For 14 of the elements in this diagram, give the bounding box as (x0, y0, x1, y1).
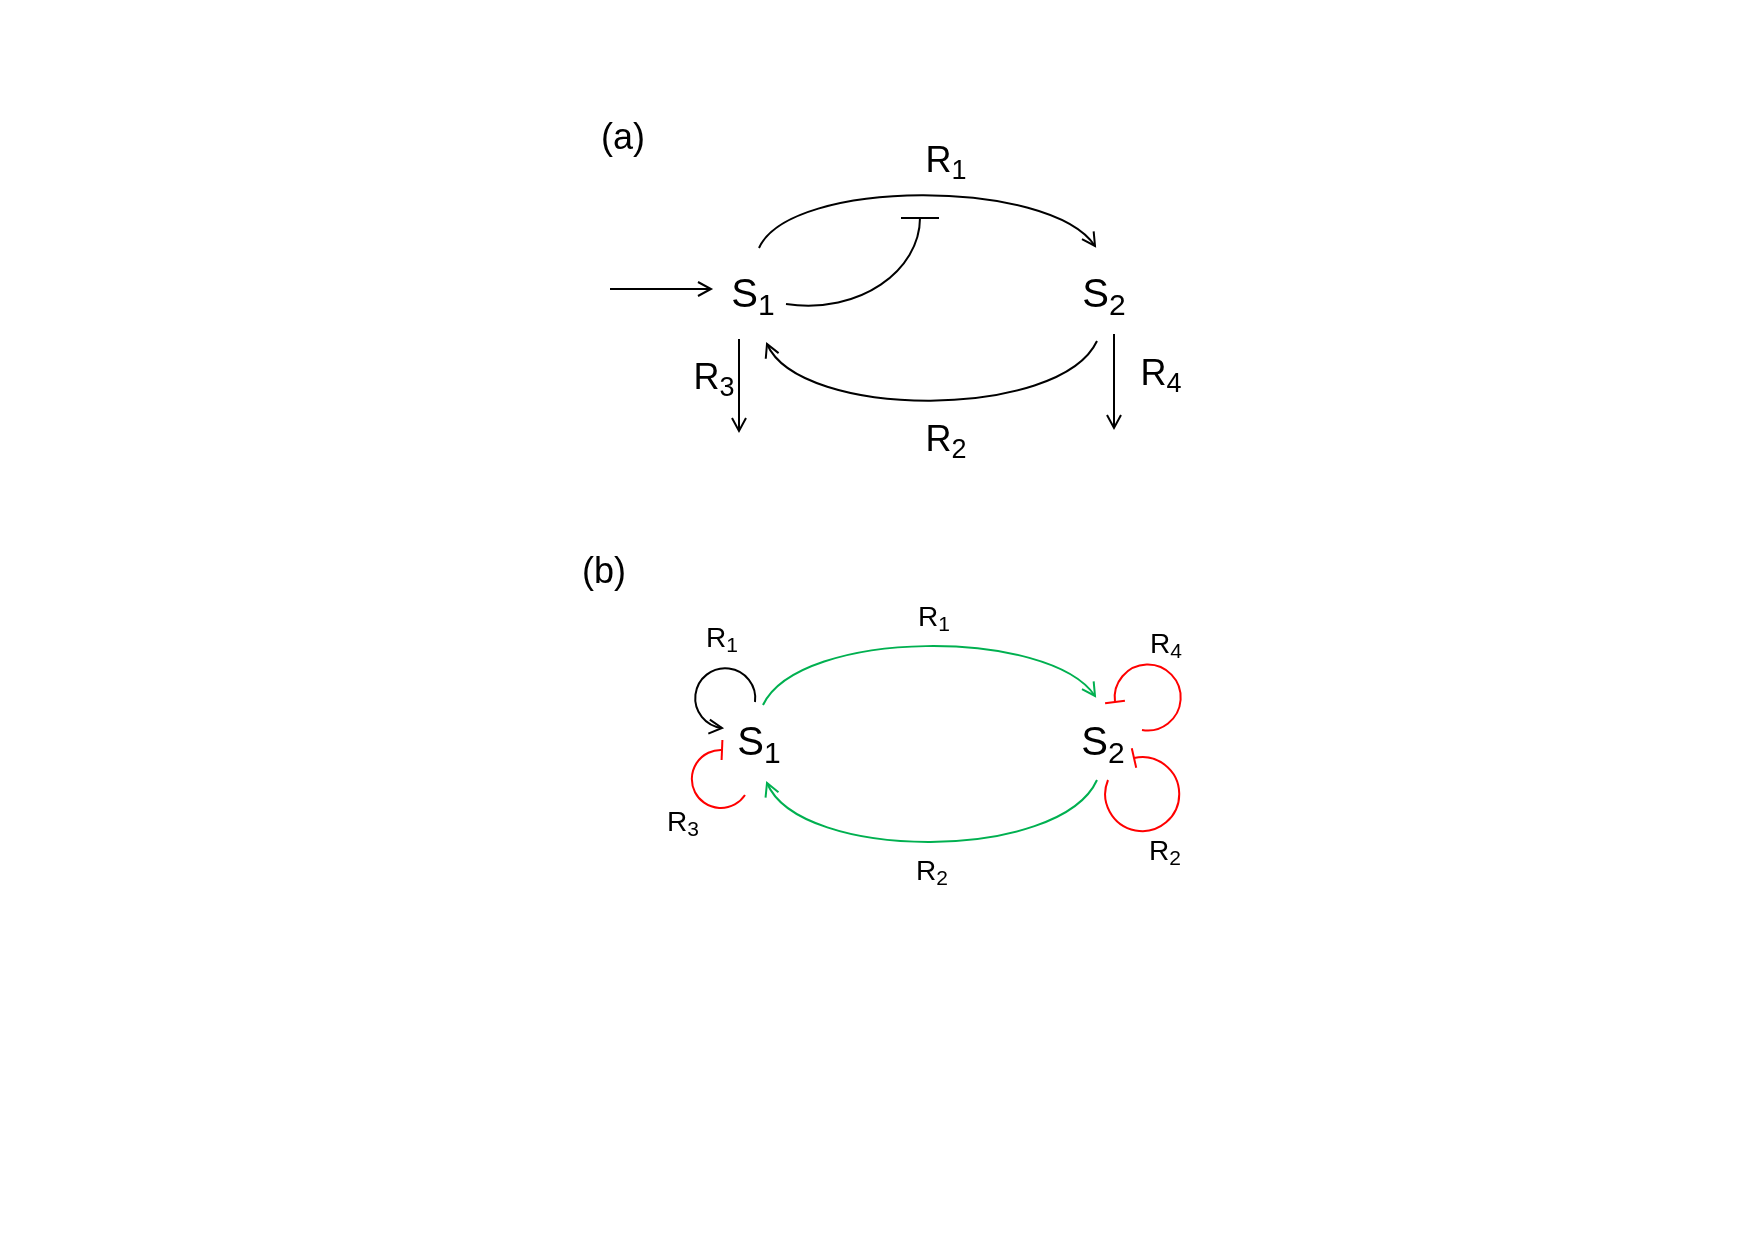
arrow (694, 667, 757, 734)
state-label: S$_{2}$ (1081, 721, 1125, 761)
arrow (609, 281, 712, 297)
state-label: S$_{1}$ (737, 721, 781, 761)
arrow (762, 645, 1096, 706)
arrow (1106, 333, 1122, 429)
state-label: S$_{2}$ (1082, 273, 1126, 313)
panel-label: (b) (582, 553, 626, 589)
arrow (766, 340, 1098, 402)
arrow (766, 779, 1098, 843)
arrow (731, 338, 747, 432)
arrow (758, 194, 1096, 249)
state-label: S$_{1}$ (731, 273, 775, 313)
panel-label: (a) (601, 119, 645, 155)
